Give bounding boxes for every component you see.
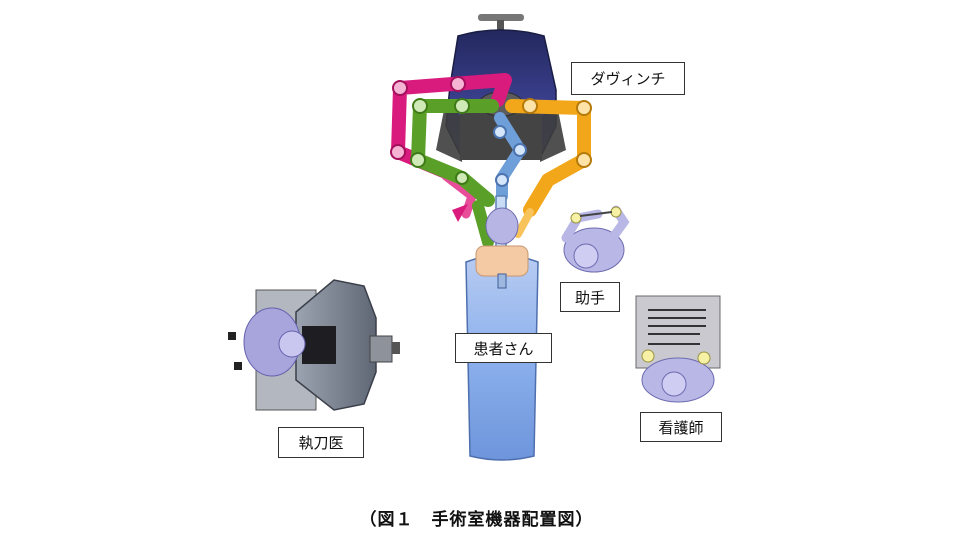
label-nurse: 看護師 <box>640 412 722 442</box>
patient-torso <box>475 245 529 277</box>
robot-handle <box>478 14 524 21</box>
robot-arm-green <box>410 98 499 248</box>
nurse-figure <box>635 295 721 403</box>
surgeon-console <box>228 279 400 411</box>
label-patient: 患者さん <box>455 333 552 363</box>
label-surgeon: 執刀医 <box>278 427 364 458</box>
patient-port <box>497 273 507 289</box>
label-assistant: 助手 <box>560 282 620 312</box>
surgeon-head <box>278 330 306 358</box>
console-side-pedal <box>369 335 393 363</box>
robot-arm-yellow <box>505 98 592 238</box>
robot-handle-post <box>497 20 504 32</box>
label-davinci: ダヴィンチ <box>571 62 685 95</box>
patient-head <box>485 207 519 245</box>
console-viewer <box>302 326 336 364</box>
assistant-figure <box>561 205 630 273</box>
figure-caption: （図１ 手術室機器配置図） <box>359 510 594 530</box>
